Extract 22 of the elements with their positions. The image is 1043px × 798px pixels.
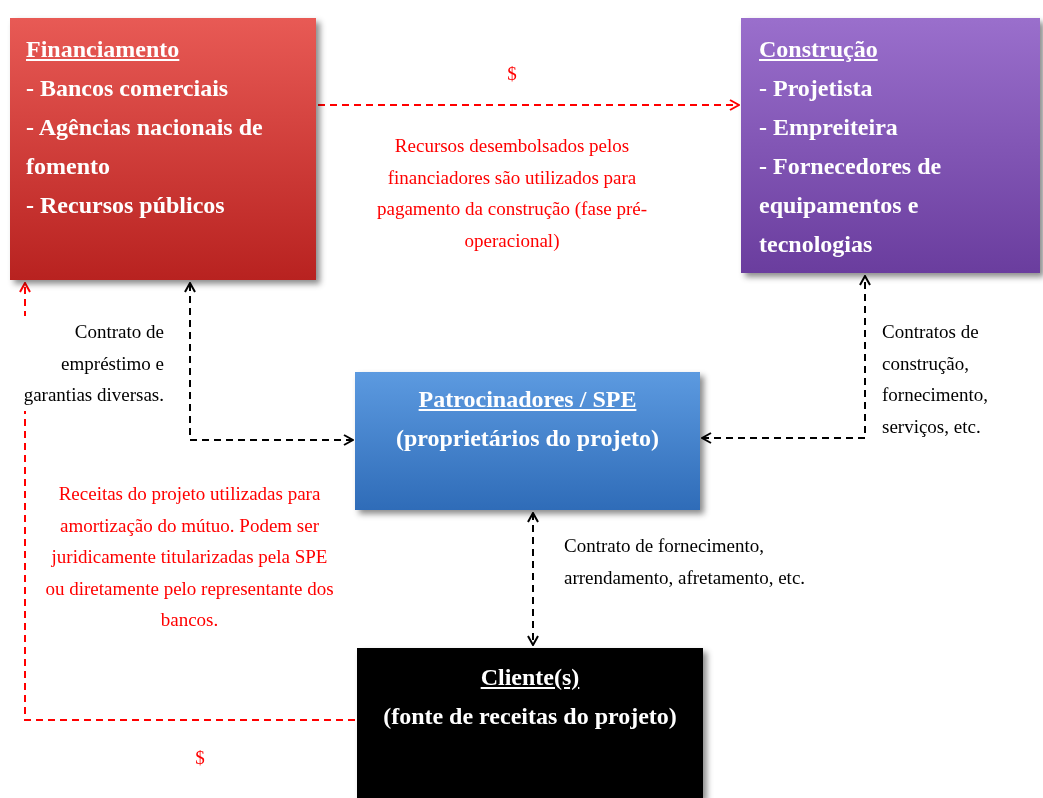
box-heading: Cliente(s)	[479, 663, 581, 692]
box-heading: Patrocinadores / SPE	[417, 385, 638, 414]
process-box	[357, 648, 703, 798]
box-text: (fonte de receitas do projeto)	[382, 702, 678, 731]
process-box	[355, 372, 700, 510]
edge-label: Contrato de empréstimo e garantias diversas.	[22, 316, 164, 411]
box-text: - Recursos públicos	[26, 191, 226, 220]
process-box	[741, 18, 1040, 273]
box-text: - Bancos comerciais	[26, 74, 230, 103]
connector-arrow	[701, 275, 871, 444]
box-text: - Fornecedores de equipamentos e tecnologias	[759, 152, 943, 259]
connector-arrow	[184, 282, 354, 446]
connector-arrow	[527, 512, 539, 646]
box-text: (proprietários do projeto)	[394, 424, 661, 453]
box-heading: Construção	[759, 35, 879, 64]
process-box	[10, 18, 316, 280]
box-heading: Financiamento	[26, 35, 181, 64]
box-text: - Empreiteira	[759, 113, 899, 142]
connector-arrow	[19, 282, 356, 721]
box-text: - Projetista	[759, 74, 874, 103]
connector-arrow	[317, 99, 740, 111]
box-text: - Agências nacionais de fomento	[26, 113, 264, 181]
